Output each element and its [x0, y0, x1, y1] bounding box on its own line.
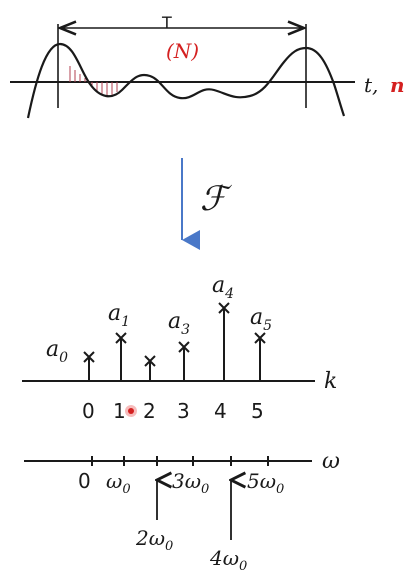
mark-k1 [115, 332, 127, 344]
mark-k5 [254, 332, 266, 344]
axis-label-n: n [390, 73, 405, 97]
axis-label-t: t, [364, 73, 378, 97]
mark-k3 [178, 341, 190, 353]
coef-label-a5: a5 [250, 305, 272, 334]
omega-label-5: 5ω0 [247, 469, 284, 497]
frequency-plot: ω 0 ω0 3ω0 5ω0 2ω0 4ω0 [24, 449, 340, 574]
fourier-symbol: ℱ [200, 179, 233, 219]
k-tick-4: 4 [214, 399, 227, 423]
omega-label-1: ω0 [106, 469, 131, 497]
omega-label-3: 3ω0 [172, 469, 209, 497]
k-tick-1: 1 [113, 399, 126, 423]
pointer-dot [128, 408, 134, 414]
k-axis-label: k [324, 369, 337, 394]
coef-label-a0: a0 [46, 337, 68, 366]
k-tick-3: 3 [177, 399, 190, 423]
omega-label-0: 0 [78, 469, 91, 493]
transform-arrow-group: ℱ [181, 158, 233, 250]
coef-label-a1: a1 [108, 301, 130, 330]
omega-axis-label: ω [322, 449, 340, 474]
k-tick-0: 0 [82, 399, 95, 423]
time-signal-plot: T (N) t, n [10, 13, 405, 119]
mark-k4 [218, 302, 230, 314]
signal-curve [26, 42, 346, 119]
period-label: T [161, 13, 172, 32]
mark-k2 [144, 355, 156, 367]
omega-label-4: 4ω0 [209, 546, 247, 574]
mark-k0 [83, 351, 95, 363]
discrete-period-label: (N) [166, 39, 199, 63]
omega-label-2: 2ω0 [135, 526, 173, 554]
k-tick-2: 2 [143, 399, 156, 423]
coefficient-plot: k a0 a1 a3 a4 a5 0 1 2 3 4 5 [22, 273, 337, 423]
hatched-area [69, 66, 118, 96]
k-tick-5: 5 [251, 399, 264, 423]
coef-label-a4: a4 [212, 273, 234, 302]
coef-label-a3: a3 [168, 309, 190, 338]
